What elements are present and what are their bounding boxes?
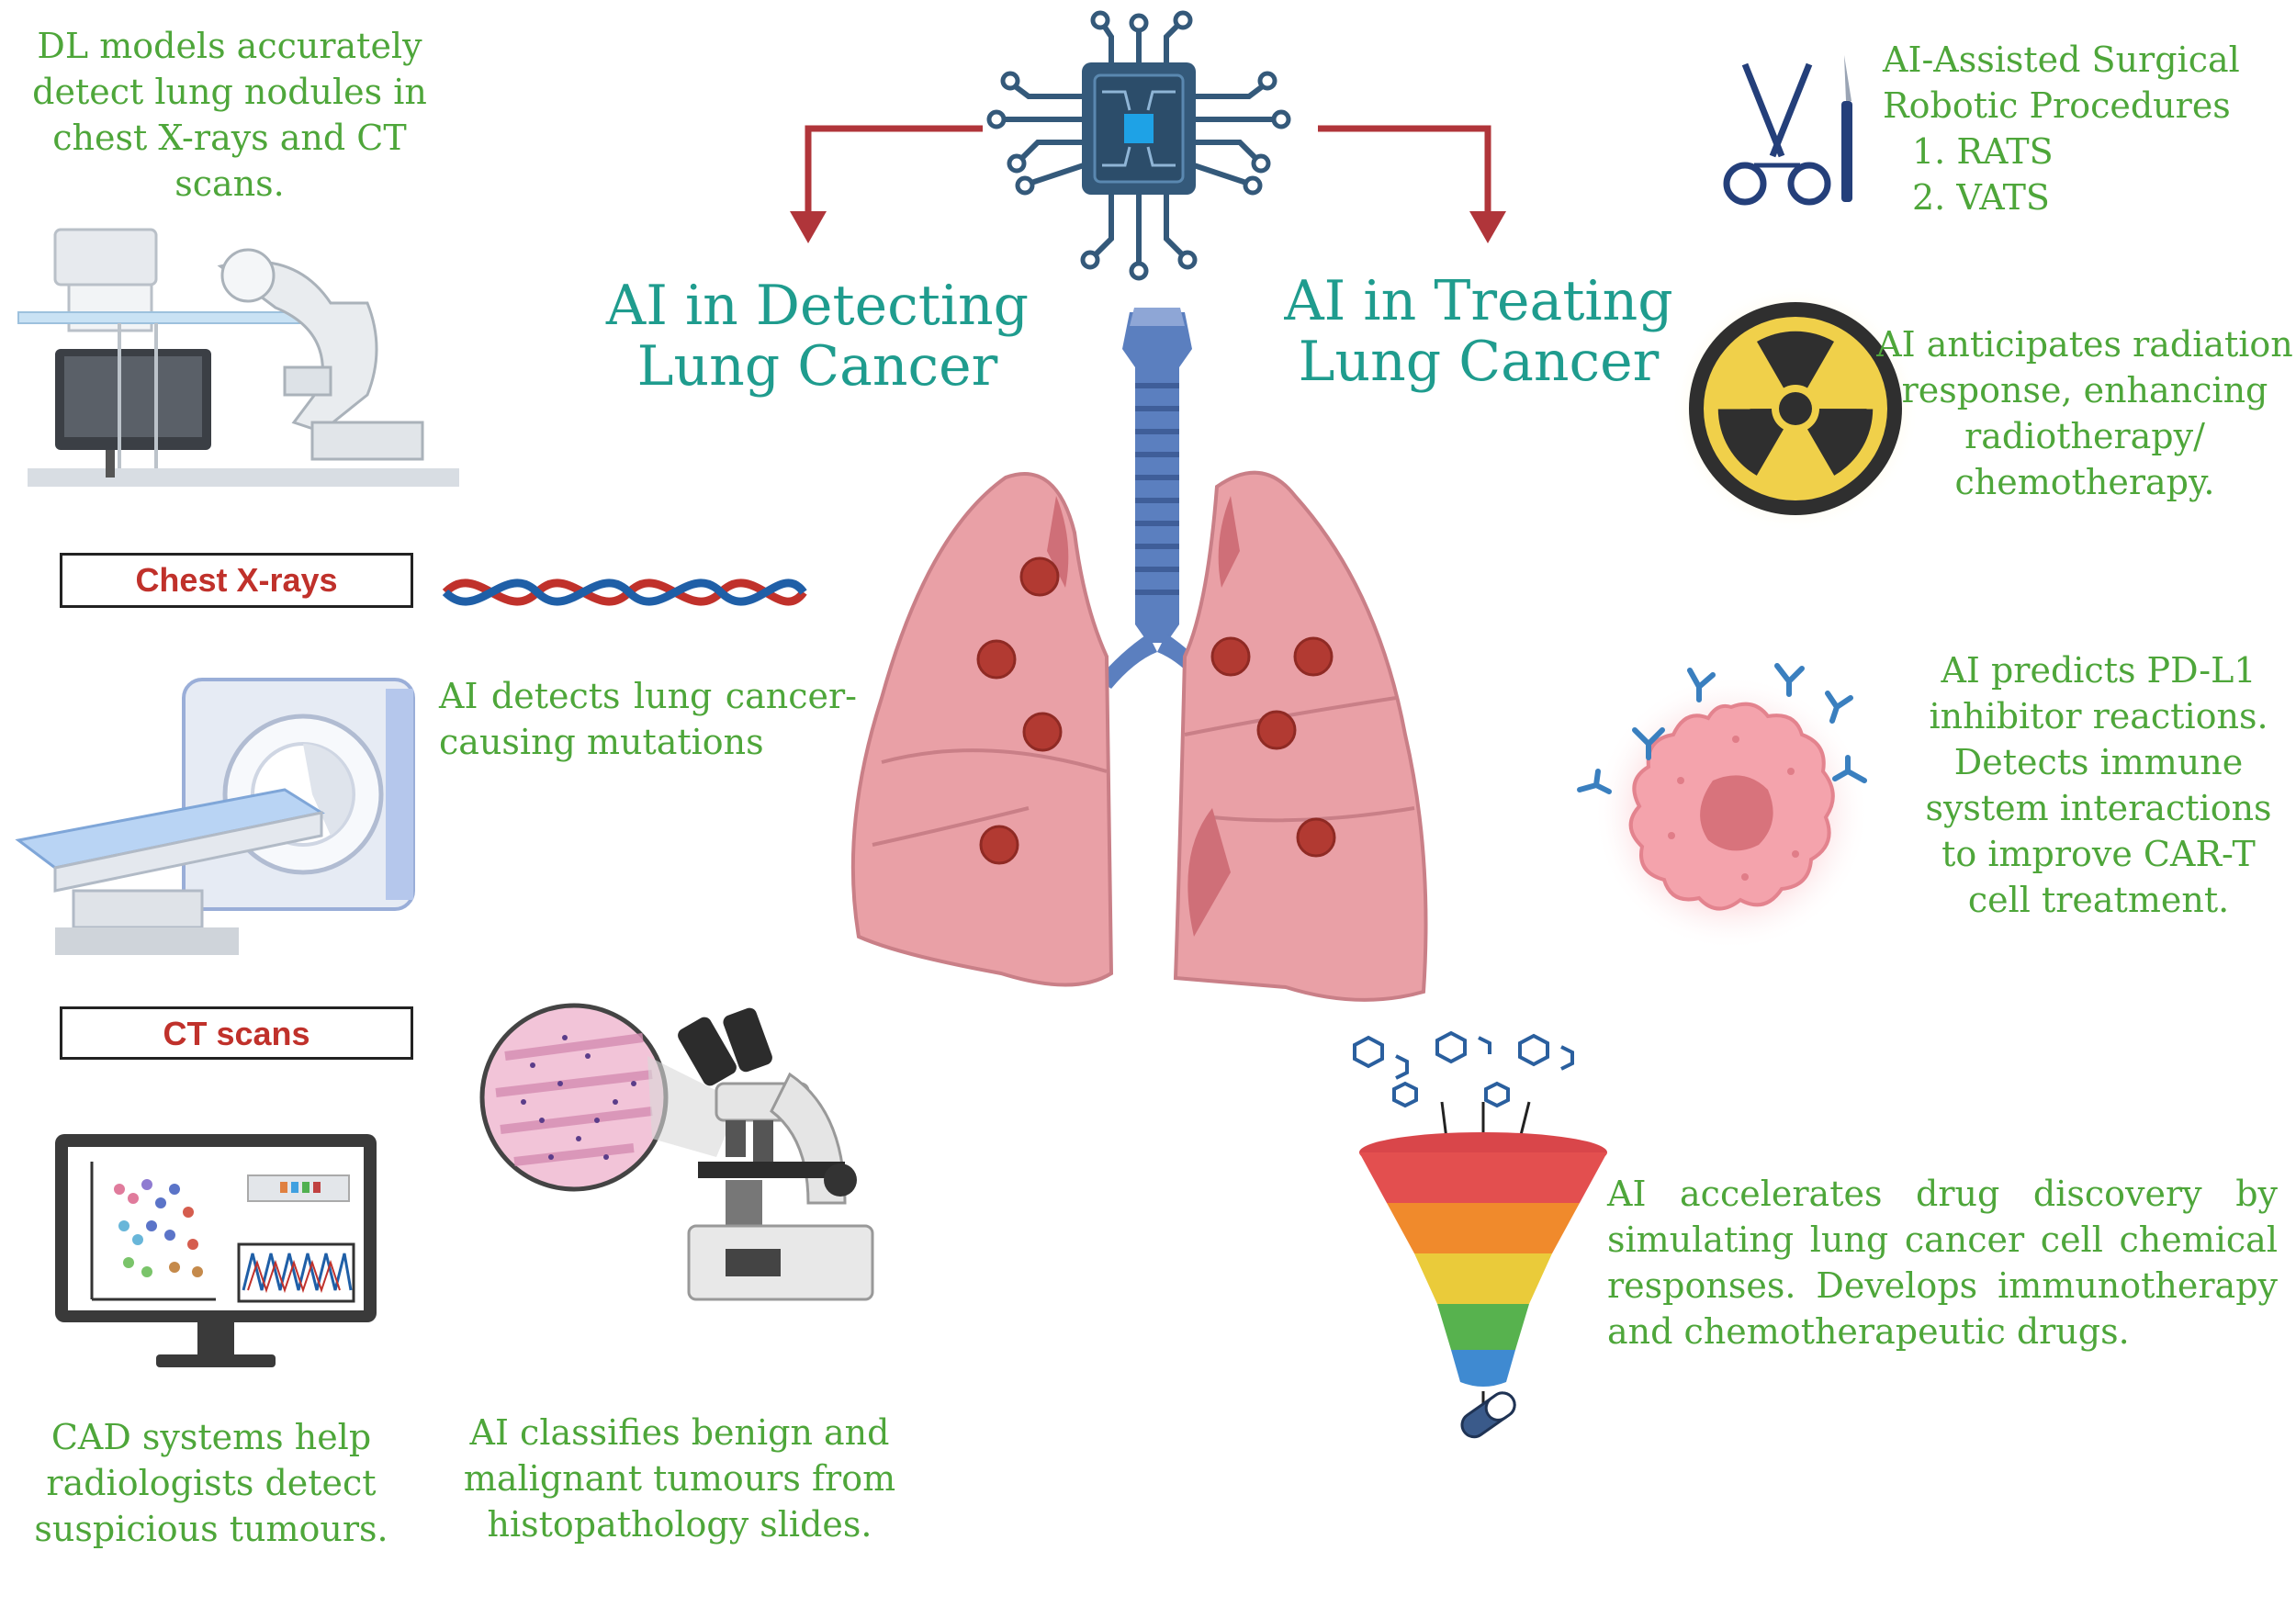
text-line: histopathology slides. [487,1504,872,1545]
arrow-to-detecting [790,125,983,243]
text-line: 2. VATS [1912,177,2050,218]
text-line: chest X-rays and CT [52,118,407,158]
cancer-cell-icon [1577,663,1869,950]
text-line: Detects immune [1953,742,2244,782]
ai-chip-icon [986,10,1291,281]
right-lung [1173,470,1428,1002]
text-drug-discovery: AI accelerates drug discovery by simulat… [1607,1171,2278,1354]
heading-treating: AI in Treating Lung Cancer [1249,271,1708,392]
text-line: Robotic Procedures [1883,85,2231,126]
text-line: system interactions [1925,788,2272,828]
tumour [1256,710,1297,750]
text-line: response, enhancing [1901,370,2268,410]
tumour [1296,817,1336,858]
tumour [1210,636,1251,677]
text-dl-models: DL models accurately detect lung nodules… [18,23,441,207]
text-line: AI detects lung cancer- [439,676,857,716]
lungs-icon [850,470,1428,1002]
text-line: radiologists detect [46,1463,377,1503]
text-surgical: AI-Assisted Surgical Robotic Procedures … [1883,37,2268,220]
heading-treating-line1: AI in Treating [1284,269,1673,333]
text-line: suspicious tumours. [34,1509,388,1549]
left-lung [850,472,1114,987]
text-line: 1. RATS [1912,131,2054,172]
heading-treating-line2: Lung Cancer [1298,330,1660,394]
tumour [976,639,1017,680]
text-line: DL models accurately [37,26,422,66]
text-line: AI anticipates radiation [1876,324,2293,365]
text-radiation: AI anticipates radiation response, enhan… [1874,321,2296,505]
ct-scanner-icon [15,678,415,955]
text-line: simulating lung cancer cell chemical [1607,1219,2278,1260]
text-line: AI accelerates drug discovery by [1607,1174,2278,1214]
microscope-icon [479,1003,874,1301]
tumour [1019,556,1060,597]
arrow-to-treating [1318,125,1506,243]
text-line: AI predicts PD-L1 [1941,650,2257,691]
heading-detecting-line1: AI in Detecting [605,274,1030,338]
text-line: CAD systems help [51,1417,372,1457]
xray-machine-icon [17,228,459,487]
tumour [979,825,1019,865]
radiation-icon [1671,285,1919,533]
label-chest-xrays: Chest X-rays [60,553,413,608]
text-histopathology: AI classifies benign and malignant tumou… [459,1410,900,1547]
text-line: detect lung nodules in [32,72,427,112]
tumour [1293,636,1334,677]
text-pdl1: AI predicts PD-L1 inhibitor reactions. D… [1910,647,2287,923]
surgical-tools-icon [1723,55,1852,206]
monitor-icon [55,1134,377,1367]
text-line: chemotherapy. [1954,462,2215,502]
heading-detecting: AI in Detecting Lung Cancer [588,275,1047,397]
tumour [1022,712,1063,752]
text-line: cell treatment. [1967,880,2230,920]
dna-icon [442,579,807,606]
text-line: radiotherapy/ [1964,416,2205,456]
text-line: causing mutations [439,722,764,762]
text-line: AI classifies benign and [469,1412,890,1453]
text-mutations: AI detects lung cancer- causing mutation… [439,673,857,765]
label-ct-scans: CT scans [60,1006,413,1060]
text-line: inhibitor reactions. [1929,696,2268,736]
pill-icon [1460,1391,1516,1439]
heading-detecting-line2: Lung Cancer [636,334,998,399]
text-line: responses. Develops immunotherapy [1607,1265,2278,1306]
text-line: to improve CAR-T [1941,834,2256,874]
text-line: and chemotherapeutic drugs. [1607,1311,2130,1352]
text-line: scans. [174,163,285,204]
funnel-icon [1353,1030,1607,1423]
text-cad: CAD systems help radiologists detect sus… [9,1414,413,1552]
text-line: malignant tumours from [463,1458,896,1499]
text-line: AI-Assisted Surgical [1883,39,2240,80]
